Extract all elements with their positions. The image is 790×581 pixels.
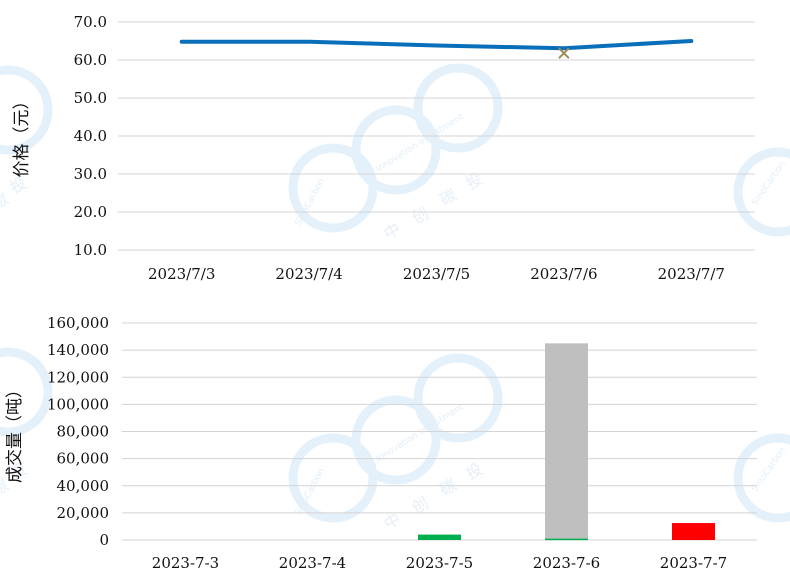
volume-bar — [545, 343, 588, 540]
watermark-layer: SinoCarbon Innovation Investment 中 创 碳 投… — [0, 63, 790, 533]
x-tick-label: 2023-7-4 — [279, 554, 346, 572]
volume-gridlines — [122, 322, 757, 541]
volume-y-axis-title: 成交量（吨） — [5, 381, 25, 483]
y-tick-label: 70.0 — [74, 13, 107, 31]
x-tick-label: 2023/7/7 — [658, 265, 725, 283]
x-tick-label: 2023-7-7 — [660, 554, 727, 572]
y-tick-label: 30.0 — [74, 165, 107, 183]
watermark-ring — [733, 433, 790, 523]
watermark-brand: SinoCarbon — [750, 446, 788, 494]
y-tick-label: 60.0 — [74, 51, 107, 69]
x-tick-label: 2023-7-6 — [533, 554, 600, 572]
volume-y-axis-ticks: 0 20,000 40,000 60,000 80,000 100,000 120,000 1… — [47, 314, 109, 549]
y-tick-label: 50.0 — [74, 89, 107, 107]
watermark-cn: 中 — [381, 219, 404, 243]
watermark-ring — [413, 353, 503, 443]
y-tick-label: 0 — [99, 531, 109, 549]
y-tick-label: 60,000 — [57, 450, 110, 468]
watermark-ring — [733, 147, 790, 237]
y-tick-label: 140,000 — [47, 341, 109, 359]
y-tick-label: 80,000 — [57, 423, 110, 441]
price-series — [179, 39, 694, 59]
price-y-axis-ticks: 10.0 20.0 30.0 40.0 50.0 60.0 70.0 — [74, 13, 107, 259]
x-tick-label: 2023/7/4 — [275, 265, 342, 283]
volume-bars — [418, 343, 715, 541]
volume-bar-chart: 0 20,000 40,000 60,000 80,000 100,000 120,000 1… — [5, 314, 757, 572]
watermark-ring — [413, 63, 503, 153]
price-y-axis-title: 价格（元） — [12, 93, 32, 178]
watermark-cn: 创 — [409, 493, 432, 517]
watermark-cn: 创 — [409, 203, 432, 227]
x-tick-label: 2023/7/5 — [403, 265, 470, 283]
y-tick-label: 20,000 — [57, 504, 110, 522]
x-tick-label: 2023/7/3 — [148, 265, 215, 283]
watermark-cn: 碳 — [0, 475, 12, 499]
watermark-cn: 投 — [463, 459, 486, 483]
y-tick-label: 20.0 — [74, 203, 107, 221]
volume-bar — [545, 538, 588, 541]
y-tick-label: 160,000 — [47, 314, 109, 332]
y-tick-label: 40.0 — [74, 127, 107, 145]
watermark-cn: 投 — [463, 169, 486, 193]
price-gridlines — [118, 21, 755, 251]
y-tick-label: 100,000 — [47, 395, 109, 413]
watermark-ring — [351, 395, 441, 485]
x-tick-label: 2023/7/6 — [530, 265, 597, 283]
price-series-line — [179, 39, 694, 51]
watermark-cn: 碳 — [0, 189, 12, 213]
watermark-ring — [351, 105, 441, 195]
watermark-cn: 碳 — [437, 475, 460, 499]
x-tick-label: 2023-7-3 — [152, 554, 219, 572]
watermark-ring — [0, 347, 53, 437]
watermark-ring — [0, 65, 53, 155]
watermark-cn: 碳 — [437, 185, 460, 209]
volume-x-axis-ticks: 2023-7-3 2023-7-4 2023-7-5 2023-7-6 2023-7-7 — [152, 554, 727, 572]
y-tick-label: 10.0 — [74, 241, 107, 259]
price-x-marker — [558, 47, 570, 59]
x-tick-label: 2023-7-5 — [406, 554, 473, 572]
volume-bar — [418, 534, 461, 540]
y-tick-label: 120,000 — [47, 368, 109, 386]
watermark-brand: SinoCarbon — [750, 160, 788, 208]
volume-bar — [672, 523, 715, 540]
price-x-axis-ticks: 2023/7/3 2023/7/4 2023/7/5 2023/7/6 2023/7/7 — [148, 265, 725, 283]
y-tick-label: 40,000 — [57, 477, 110, 495]
